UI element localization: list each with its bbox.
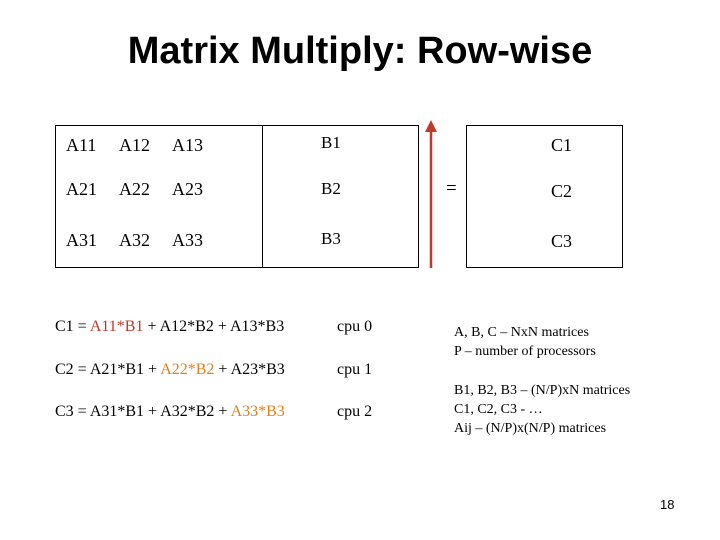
- matrix-c-cell: C3: [551, 231, 573, 251]
- page-number: 18: [660, 497, 675, 512]
- cpu-label: cpu 2: [337, 403, 373, 420]
- equals-sign: =: [446, 178, 457, 199]
- matrix-a-cell: A12: [119, 135, 150, 155]
- matrix-a-cell: A21: [66, 179, 97, 199]
- cpu-label: cpu 1: [337, 361, 373, 378]
- formula-lhs: C3 =: [55, 403, 90, 420]
- formula-op: +: [213, 318, 230, 335]
- matrix-b-cell: B3: [321, 229, 341, 248]
- matrix-c-cell: C2: [551, 181, 573, 201]
- note-line: C1, C2, C3 - …: [454, 402, 543, 417]
- note-line: P – number of processors: [454, 344, 596, 359]
- formula-term: A31*B1: [89, 403, 145, 420]
- matrix-a-cell: A22: [119, 179, 150, 199]
- formula-row: C1 = A11*B1 + A12*B2 + A13*B3: [55, 318, 284, 336]
- formula-op: +: [143, 318, 160, 335]
- matrix-a-cell: A32: [119, 230, 150, 250]
- formula-term: A22*B2: [160, 361, 215, 378]
- formula-op: +: [144, 403, 161, 420]
- formula-op: +: [214, 403, 231, 420]
- formula-term: A32*B2: [160, 403, 215, 420]
- formula-term: A12*B2: [159, 318, 214, 335]
- cpu-label: cpu 0: [337, 318, 373, 335]
- formula-term: A33*B3: [230, 403, 285, 420]
- matrix-b-cell: B2: [321, 179, 341, 198]
- matrix-a-box: A11 A12 A13 A21 A22 A23 A31 A32 A33: [55, 125, 264, 268]
- formula-term: A13*B3: [229, 318, 285, 335]
- matrix-b-box: B1 B2 B3: [262, 125, 419, 268]
- formula-term: A21*B1: [89, 361, 145, 378]
- matrix-a-cell: A11: [66, 135, 97, 155]
- note-line: Aij – (N/P)x(N/P) matrices: [454, 421, 607, 436]
- formula-row: C3 = A31*B1 + A32*B2 + A33*B3: [55, 403, 285, 421]
- matrix-a-cell: A13: [172, 135, 203, 155]
- formula-op: +: [214, 361, 231, 378]
- formula-lhs: C2 =: [55, 361, 90, 378]
- formula-op: +: [144, 361, 161, 378]
- matrix-c-box: C1 C2 C3: [466, 125, 623, 268]
- arrow-head-icon: [425, 120, 437, 132]
- matrix-a-cell: A23: [172, 179, 203, 199]
- note-line: A, B, C – NxN matrices: [454, 325, 589, 340]
- notes-block-1: A, B, C – NxN matrices P – number of pro…: [454, 323, 596, 361]
- notes-block-2: B1, B2, B3 – (N/P)xN matrices C1, C2, C3…: [454, 381, 630, 438]
- matrix-a-cell: A31: [66, 230, 97, 250]
- formula-term: A11*B1: [89, 318, 144, 335]
- formula-term: A23*B3: [230, 361, 285, 378]
- matrix-c-cell: C1: [551, 135, 573, 155]
- matrix-b-cell: B1: [321, 133, 341, 152]
- formula-row: C2 = A21*B1 + A22*B2 + A23*B3: [55, 361, 285, 379]
- formula-lhs: C1 =: [55, 318, 90, 335]
- slide-title: Matrix Multiply: Row-wise: [127, 30, 593, 72]
- matrix-a-cell: A33: [172, 230, 203, 250]
- note-line: B1, B2, B3 – (N/P)xN matrices: [454, 383, 631, 398]
